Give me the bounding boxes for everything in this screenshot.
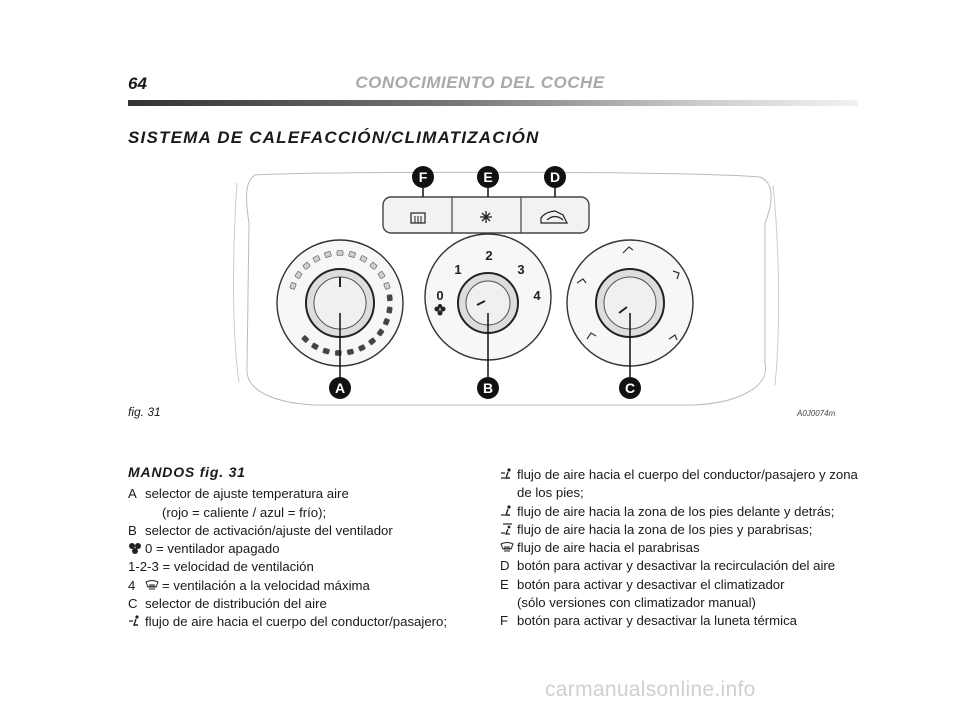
figure-caption: fig. 31 [128,405,161,419]
running-title: CONOCIMIENTO DEL COCHE [355,73,605,92]
svg-text:B: B [483,380,493,396]
list-item: flujo de aire hacia el cuerpo del conduc… [500,466,860,484]
fan-scale-3: 3 [517,262,524,277]
callout-a: A [329,313,351,399]
rear-defrost-icon [410,212,426,224]
fan-icon [434,304,446,316]
callout-d: D [544,166,566,197]
temperature-tick [336,250,344,256]
fan-scale-0: 0 [436,288,443,303]
controls-title: MANDOS fig. 31 [128,464,246,480]
temperature-tick [301,335,310,343]
list-item: (rojo = caliente / azul = frío); [162,504,327,520]
airflow-feet-windscreen-icon [501,523,512,535]
fan-scale-4: 4 [533,288,541,303]
svg-text:C: C [625,380,635,396]
fan-scale-2: 2 [485,248,492,263]
temperature-tick [312,255,321,263]
temperature-dial [276,239,404,367]
fan-scale-1: 1 [454,262,461,277]
svg-text:F: F [419,169,428,185]
ac-snowflake-icon [480,211,492,223]
air-distribution-dial [566,239,694,367]
section-title: SISTEMA DE CALEFACCIÓN/CLIMATIZACIÓN [128,128,540,147]
list-item: de los pies; [517,485,584,501]
svg-text:D: D [550,169,560,185]
temperature-tick [386,306,393,314]
temperature-tick [324,251,332,258]
temperature-tick [369,262,378,270]
temperature-tick [346,348,354,356]
list-item: flujo de aire hacia el cuerpo del conduc… [128,613,458,631]
temperature-tick [383,282,391,290]
temperature-tick [358,344,366,352]
header-rule [128,100,858,106]
list-item: flujo de aire hacia el parabrisas [500,539,860,557]
list-item: 1-2-3 = velocidad de ventilación [128,559,314,575]
temperature-tick [311,342,319,350]
svg-text:A: A [335,380,345,396]
controls-right-column: flujo de aire hacia el cuerpo del conduc… [500,466,860,631]
temperature-tick [382,317,390,326]
temperature-tick [368,337,376,346]
temperature-tick [359,255,368,263]
airflow-body-feet-icon [501,468,511,479]
watermark: carmanualsonline.info [545,678,756,701]
recirculation-icon [540,210,568,224]
defrost-icon [145,579,159,590]
windscreen-icon [500,542,514,553]
page-number: 64 [128,74,147,93]
temperature-tick [302,262,311,270]
fan-icon [129,543,141,555]
list-item: 4= ventilación a la velocidad máxima [128,577,370,593]
airflow-body-icon [129,615,139,627]
temperature-tick [322,347,330,355]
callout-b: B [477,313,499,399]
callout-e: E [477,166,499,197]
temperature-tick [294,271,303,279]
temperature-tick [377,271,386,279]
temperature-tick [348,251,356,258]
callout-f: F [412,166,434,197]
figure-code: A0J0074m [797,409,836,418]
list-item: 0 = ventilador apagado [128,540,458,558]
airflow-feet-icon [501,504,511,516]
temperature-tick [376,328,385,337]
svg-text:E: E [483,169,492,185]
climate-control-figure: F E D 0 1 2 3 4 [233,166,780,406]
temperature-tick [289,282,297,290]
temperature-tick [386,294,393,302]
fan-speed-dial: 0 1 2 3 4 [424,233,552,361]
list-item: flujo de aire hacia la zona de los pies … [500,503,860,521]
list-item: flujo de aire hacia la zona de los pies … [500,521,860,539]
list-item: (sólo versiones con climatizador manual) [517,595,756,611]
callout-c: C [619,313,641,399]
